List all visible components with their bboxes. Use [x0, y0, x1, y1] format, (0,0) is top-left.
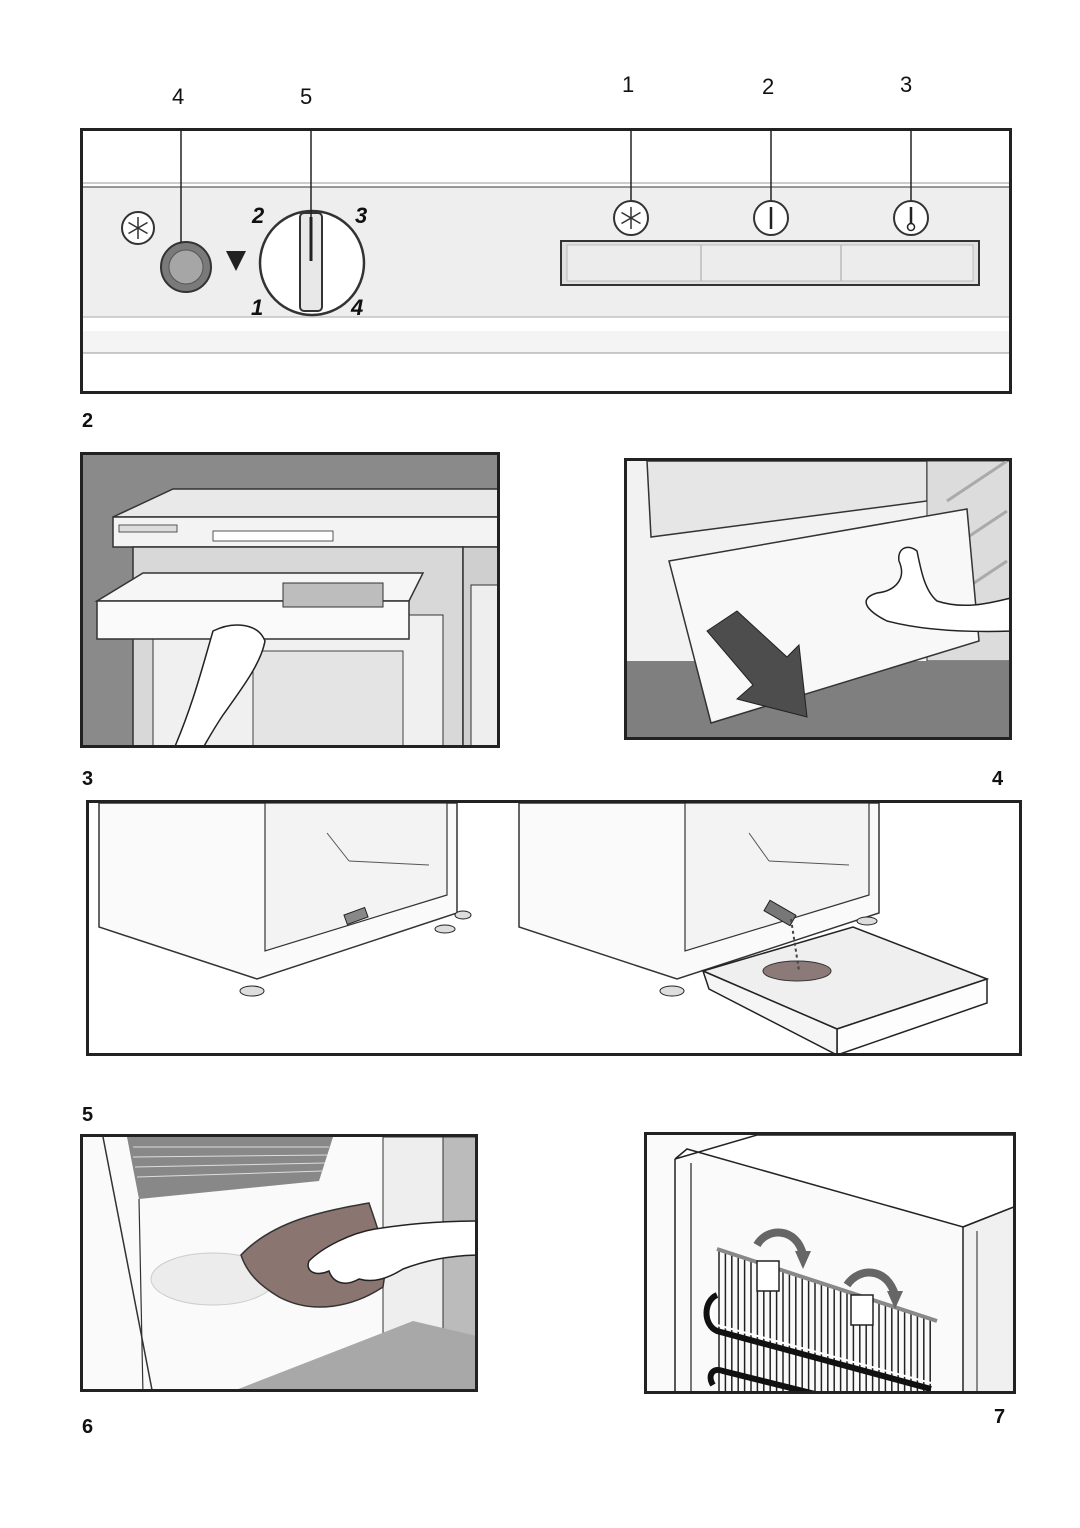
thermostat-knob[interactable]: [258, 209, 366, 317]
dial-marker-icon: [226, 251, 246, 271]
figure-2-illustration: [80, 452, 500, 748]
figure-number-2: 2: [82, 410, 94, 432]
dial-number-1: 1: [251, 295, 264, 320]
figure-number-7: 7: [994, 1406, 1006, 1428]
callout-3: 3: [900, 72, 913, 97]
snowflake-icon: [613, 200, 649, 236]
thermometer-icon: [893, 200, 929, 236]
callout-2: 2: [762, 74, 775, 99]
callout-1: 1: [622, 72, 635, 97]
callout-4: 4: [172, 84, 185, 109]
figure-3-illustration: [624, 458, 1012, 740]
figure-number-6: 6: [82, 1416, 94, 1438]
snowflake-icon: [121, 211, 155, 245]
callout-5: 5: [300, 84, 313, 109]
figure-number-5: 5: [82, 1104, 94, 1126]
control-panel-figure: 2 3 1 4: [80, 128, 1012, 394]
indicator-window: [560, 240, 980, 286]
figure-4-illustration: [86, 800, 1022, 1056]
power-icon: [753, 200, 789, 236]
fast-freeze-button[interactable]: [160, 241, 212, 293]
dial-number-3: 3: [355, 203, 368, 228]
dial-number-4: 4: [351, 295, 364, 320]
figure-6-illustration: [644, 1132, 1016, 1394]
control-panel-drawing: [83, 131, 1009, 354]
figure-number-3: 3: [82, 768, 94, 790]
figure-number-4: 4: [992, 768, 1004, 790]
dial-number-2: 2: [252, 203, 265, 228]
figure-5-illustration: [80, 1134, 478, 1392]
